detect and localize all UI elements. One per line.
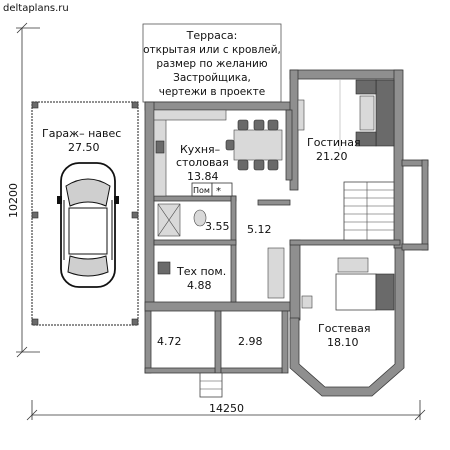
snowflake-icon: * xyxy=(216,186,221,197)
hall: 5.12 xyxy=(247,223,285,299)
watermark-text: deltaplans.ru xyxy=(3,3,69,14)
terrace-note-line-4: Застройщика, xyxy=(173,72,251,84)
bath-area: 3.55 xyxy=(205,220,230,233)
width-dimension: 14250 xyxy=(26,400,426,421)
kitchen-area: 13.84 xyxy=(187,170,219,183)
garage-area: 27.50 xyxy=(68,141,100,154)
living-area: 21.20 xyxy=(316,150,348,163)
staircase xyxy=(343,181,395,241)
guest-room: Гостевая 18.10 xyxy=(301,257,395,349)
guest-name: Гостевая xyxy=(318,322,371,335)
height-dimension-label: 10200 xyxy=(7,183,20,218)
garage-carport: Гараж– навес 27.50 xyxy=(31,101,139,326)
terrace-note: Терраса: открытая или с кровлей, размер … xyxy=(142,23,282,103)
guest-area: 18.10 xyxy=(327,336,359,349)
bathroom: 3.55 xyxy=(157,203,230,237)
terrace-note-line-2: открытая или с кровлей, xyxy=(143,44,281,56)
vest-right-area: 2.98 xyxy=(238,335,263,348)
car-icon xyxy=(57,162,119,288)
tech-area: 4.88 xyxy=(187,279,212,292)
living-room: Гостиная 21.20 xyxy=(297,79,395,163)
house-walls xyxy=(144,69,429,397)
tech-room: Тех пом. 4.88 xyxy=(157,261,226,292)
kitchen-name-2: столовая xyxy=(176,156,229,169)
vestibule-left: 4.72 xyxy=(157,335,182,348)
terrace-note-line-1: Терраса: xyxy=(186,29,238,42)
entrance-steps xyxy=(199,372,223,398)
tech-name: Тех пом. xyxy=(176,265,226,278)
living-name: Гостиная xyxy=(307,136,361,149)
terrace-note-line-5: чертежи в проекте xyxy=(159,86,265,98)
hall-area: 5.12 xyxy=(247,223,272,236)
vest-left-area: 4.72 xyxy=(157,335,182,348)
kitchen-dining-room: Пом * Кухня– столовая 13.84 xyxy=(153,109,283,197)
height-dimension: 10200 xyxy=(7,22,40,358)
width-dimension-label: 14250 xyxy=(209,402,244,415)
kitchen-name-1: Кухня– xyxy=(180,143,220,156)
appliance-label: Пом xyxy=(193,186,210,195)
vestibule-right: 2.98 xyxy=(238,335,263,348)
terrace-note-line-3: размер по желанию xyxy=(156,58,267,70)
garage-name: Гараж– навес xyxy=(42,127,121,140)
